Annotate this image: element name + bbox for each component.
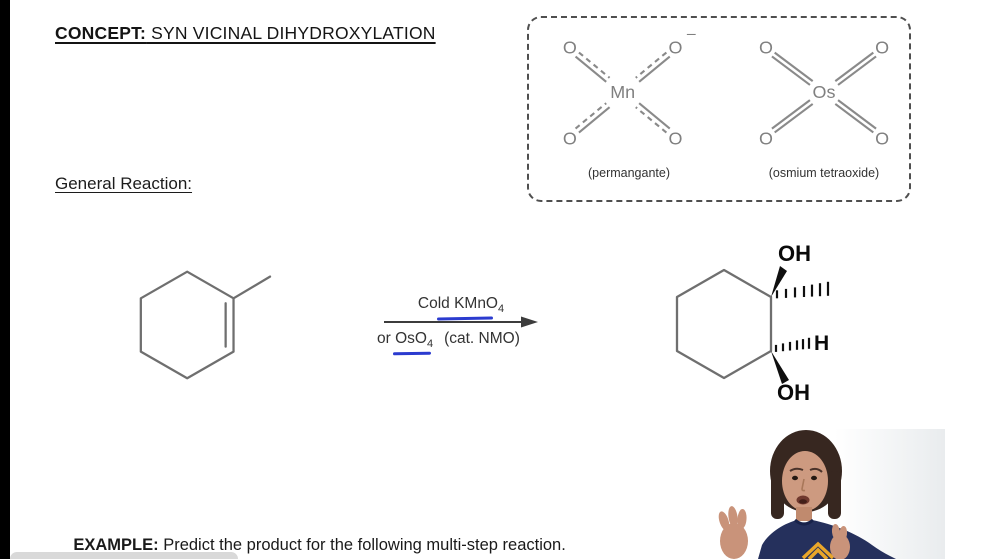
- instructor-face: [782, 451, 828, 511]
- methylcyclohexene-structure: [139, 270, 272, 380]
- instructor-left-hand: [718, 506, 748, 559]
- methyl-bond: [232, 275, 272, 300]
- arrowhead: [521, 316, 538, 328]
- reagent-line-top: Cold KMnO4: [383, 295, 539, 315]
- oso4-formula: OsO: [395, 330, 427, 347]
- cyclohexene-ring: [139, 270, 235, 380]
- oxygen-atom: O: [875, 128, 889, 148]
- permanganate-skeleton: O O O O Mn –: [563, 26, 696, 149]
- hashed-hydrogen-bond: [774, 337, 811, 352]
- next-section-edge: [10, 552, 238, 559]
- oxygen-atom: O: [563, 37, 577, 57]
- hashed-methyl-bond: [775, 281, 830, 299]
- catalyst-note: (cat. NMO): [444, 330, 520, 347]
- hydroxyl-label-top: OH: [778, 241, 811, 266]
- shirt-logo-chevrons: [801, 541, 835, 559]
- negative-charge: –: [687, 26, 696, 43]
- general-reaction-heading: General Reaction:: [55, 174, 193, 193]
- instructor-right-hand: [830, 524, 850, 559]
- osmium-atom: Os: [813, 82, 836, 102]
- concept-heading: CONCEPT: SYN VICINAL DIHYDROXYLATION: [55, 23, 436, 44]
- reaction-arrow: [384, 316, 538, 328]
- hydroxyl-label-bottom: OH: [777, 380, 810, 405]
- oxygen-atom: O: [668, 37, 682, 57]
- concept-title: SYN VICINAL DIHYDROXYLATION: [146, 23, 436, 43]
- manganese-atom: Mn: [610, 82, 635, 102]
- permanganate-structure: O O O O Mn – (permangante): [539, 26, 719, 180]
- kmno4-formula: KMnO: [454, 295, 498, 312]
- oxygen-atom: O: [759, 128, 773, 148]
- oxidant-structures-box: O O O O Mn – (permangante): [527, 16, 911, 202]
- cyclohexane-ring: [675, 268, 773, 380]
- reagent-prefix: or: [377, 330, 396, 347]
- reagent-line-bottom: or OsO4 (cat. NMO): [377, 330, 557, 350]
- blue-annotation-underline-oso4: [392, 351, 432, 355]
- oxygen-atom: O: [759, 37, 773, 57]
- oxygen-atom: O: [668, 128, 682, 148]
- kmno4-subscript: 4: [498, 303, 505, 316]
- instructor-shirt: [758, 520, 896, 559]
- oxygen-atom: O: [563, 128, 577, 148]
- left-edge-bar: [0, 0, 10, 559]
- instructor-video-overlay: [700, 429, 945, 559]
- concept-label: CONCEPT:: [55, 23, 147, 43]
- permanganate-caption: (permangante): [588, 166, 670, 180]
- osmium-tetroxide-structure: O O O O Os (osmium tetraoxide): [741, 26, 907, 180]
- example-prompt: EXAMPLE: Predict the product for the fol…: [55, 517, 566, 559]
- oso4-subscript: 4: [426, 338, 434, 351]
- instructor-neck: [796, 507, 812, 521]
- reagent-prefix: Cold: [417, 295, 455, 312]
- bold-wedge-bottom: [771, 351, 789, 384]
- oxygen-atom: O: [875, 37, 889, 57]
- instructor-face-features: [789, 467, 823, 505]
- hydrogen-label: H: [814, 332, 829, 355]
- osmium-tetroxide-caption: (osmium tetraoxide): [768, 166, 880, 180]
- diol-product-structure: OH H OH: [675, 241, 830, 405]
- example-text: Predict the product for the following mu…: [158, 536, 566, 554]
- shirt-collar: [794, 518, 814, 526]
- osmium-tetroxide-skeleton: O O O O Os: [759, 37, 889, 148]
- example-label: EXAMPLE:: [73, 536, 159, 554]
- bold-wedge-top: [771, 266, 787, 297]
